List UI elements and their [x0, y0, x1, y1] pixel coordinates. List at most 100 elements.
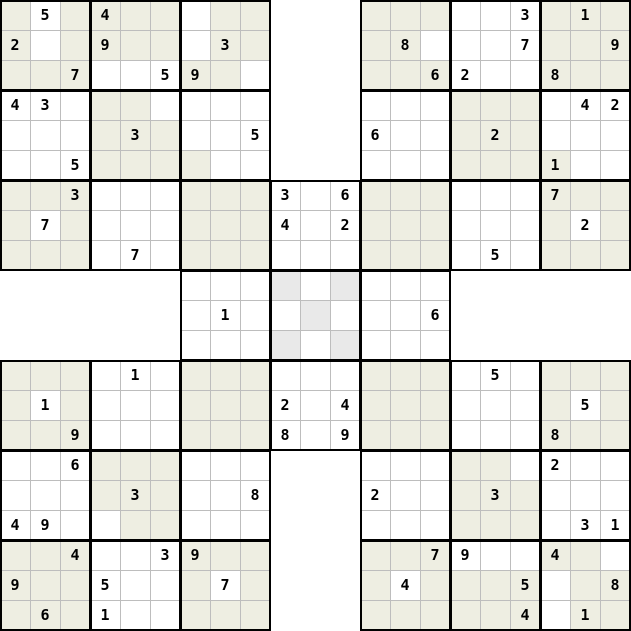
cell-r2-c1[interactable]: 2 [0, 30, 30, 60]
cell-r8-c4[interactable] [90, 210, 120, 240]
cell-r14-c13[interactable] [360, 390, 390, 420]
cell-r2-c6[interactable] [150, 30, 180, 60]
cell-r17-c8[interactable] [210, 480, 240, 510]
cell-r20-c14[interactable]: 4 [390, 570, 420, 600]
cell-r14-c18[interactable] [510, 390, 540, 420]
cell-r9-c17[interactable]: 5 [480, 240, 510, 270]
cell-r3-c13[interactable] [360, 60, 390, 90]
cell-r16-c15[interactable] [420, 450, 450, 480]
cell-r17-c4[interactable] [90, 480, 120, 510]
cell-r6-c20[interactable] [570, 150, 600, 180]
cell-r9-c5[interactable]: 7 [120, 240, 150, 270]
cell-r5-c21[interactable] [600, 120, 630, 150]
cell-r3-c2[interactable] [30, 60, 60, 90]
cell-r9-c20[interactable] [570, 240, 600, 270]
cell-r19-c9[interactable] [240, 540, 270, 570]
cell-r4-c6[interactable] [150, 90, 180, 120]
cell-r1-c14[interactable] [390, 0, 420, 30]
cell-r5-c3[interactable] [60, 120, 90, 150]
cell-r12-c7[interactable] [180, 330, 210, 360]
cell-r6-c19[interactable]: 1 [540, 150, 570, 180]
cell-r1-c18[interactable]: 3 [510, 0, 540, 30]
cell-r4-c20[interactable]: 4 [570, 90, 600, 120]
cell-r19-c14[interactable] [390, 540, 420, 570]
cell-r8-c3[interactable] [60, 210, 90, 240]
cell-r13-c15[interactable] [420, 360, 450, 390]
cell-r2-c14[interactable]: 8 [390, 30, 420, 60]
cell-r21-c21[interactable] [600, 600, 630, 630]
cell-r14-c21[interactable] [600, 390, 630, 420]
cell-r18-c21[interactable]: 1 [600, 510, 630, 540]
cell-r2-c21[interactable]: 9 [600, 30, 630, 60]
cell-r4-c15[interactable] [420, 90, 450, 120]
cell-r19-c4[interactable] [90, 540, 120, 570]
cell-r15-c3[interactable]: 9 [60, 420, 90, 450]
cell-r20-c16[interactable] [450, 570, 480, 600]
cell-r18-c14[interactable] [390, 510, 420, 540]
cell-r9-c16[interactable] [450, 240, 480, 270]
cell-r16-c17[interactable] [480, 450, 510, 480]
cell-r8-c13[interactable] [360, 210, 390, 240]
cell-r8-c21[interactable] [600, 210, 630, 240]
cell-r16-c5[interactable] [120, 450, 150, 480]
cell-r9-c10[interactable] [270, 240, 300, 270]
cell-r7-c11[interactable] [300, 180, 330, 210]
cell-r7-c21[interactable] [600, 180, 630, 210]
cell-r1-c2[interactable]: 5 [30, 0, 60, 30]
cell-r16-c21[interactable] [600, 450, 630, 480]
cell-r6-c4[interactable] [90, 150, 120, 180]
cell-r4-c17[interactable] [480, 90, 510, 120]
cell-r4-c1[interactable]: 4 [0, 90, 30, 120]
cell-r15-c9[interactable] [240, 420, 270, 450]
cell-r17-c2[interactable] [30, 480, 60, 510]
cell-r16-c9[interactable] [240, 450, 270, 480]
cell-r10-c10[interactable] [270, 270, 300, 300]
cell-r20-c8[interactable]: 7 [210, 570, 240, 600]
cell-r13-c20[interactable] [570, 360, 600, 390]
cell-r11-c13[interactable] [360, 300, 390, 330]
cell-r19-c17[interactable] [480, 540, 510, 570]
cell-r2-c9[interactable] [240, 30, 270, 60]
cell-r3-c18[interactable] [510, 60, 540, 90]
cell-r15-c17[interactable] [480, 420, 510, 450]
cell-r20-c2[interactable] [30, 570, 60, 600]
cell-r15-c8[interactable] [210, 420, 240, 450]
cell-r20-c13[interactable] [360, 570, 390, 600]
cell-r9-c6[interactable] [150, 240, 180, 270]
cell-r21-c1[interactable] [0, 600, 30, 630]
cell-r5-c1[interactable] [0, 120, 30, 150]
cell-r9-c1[interactable] [0, 240, 30, 270]
cell-r20-c7[interactable] [180, 570, 210, 600]
cell-r5-c20[interactable] [570, 120, 600, 150]
cell-r10-c15[interactable] [420, 270, 450, 300]
cell-r20-c4[interactable]: 5 [90, 570, 120, 600]
cell-r10-c12[interactable] [330, 270, 360, 300]
cell-r16-c20[interactable] [570, 450, 600, 480]
cell-r15-c11[interactable] [300, 420, 330, 450]
cell-r14-c12[interactable]: 4 [330, 390, 360, 420]
cell-r15-c14[interactable] [390, 420, 420, 450]
cell-r10-c8[interactable] [210, 270, 240, 300]
cell-r14-c1[interactable] [0, 390, 30, 420]
cell-r13-c5[interactable]: 1 [120, 360, 150, 390]
cell-r18-c7[interactable] [180, 510, 210, 540]
cell-r12-c8[interactable] [210, 330, 240, 360]
cell-r3-c6[interactable]: 5 [150, 60, 180, 90]
cell-r9-c8[interactable] [210, 240, 240, 270]
cell-r7-c15[interactable] [420, 180, 450, 210]
cell-r17-c3[interactable] [60, 480, 90, 510]
cell-r10-c11[interactable] [300, 270, 330, 300]
cell-r12-c13[interactable] [360, 330, 390, 360]
cell-r19-c8[interactable] [210, 540, 240, 570]
cell-r18-c13[interactable] [360, 510, 390, 540]
cell-r7-c16[interactable] [450, 180, 480, 210]
cell-r20-c19[interactable] [540, 570, 570, 600]
cell-r5-c9[interactable]: 5 [240, 120, 270, 150]
cell-r14-c17[interactable] [480, 390, 510, 420]
cell-r15-c5[interactable] [120, 420, 150, 450]
cell-r4-c9[interactable] [240, 90, 270, 120]
cell-r13-c18[interactable] [510, 360, 540, 390]
cell-r21-c3[interactable] [60, 600, 90, 630]
cell-r21-c14[interactable] [390, 600, 420, 630]
cell-r7-c5[interactable] [120, 180, 150, 210]
